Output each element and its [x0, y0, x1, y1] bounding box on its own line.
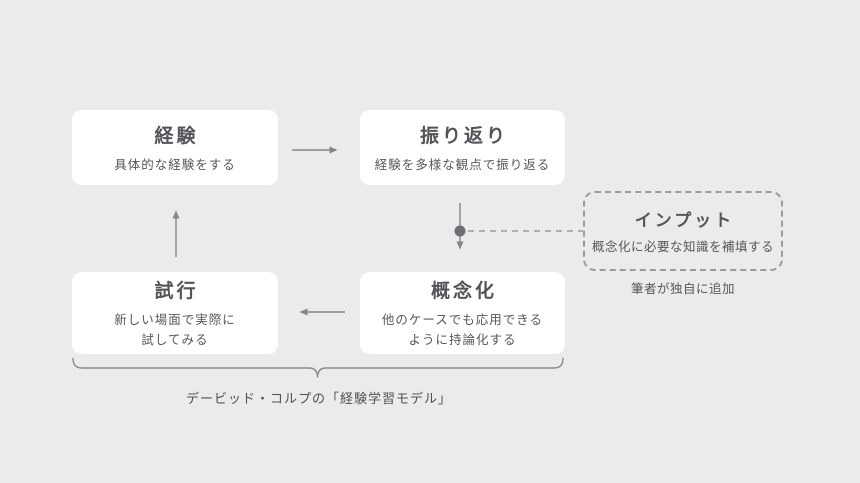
input-title: インプット — [634, 210, 735, 230]
model-brace-icon — [72, 357, 564, 378]
trial-subtitle: 新しい場面で実際に 試してみる — [114, 313, 236, 347]
model-caption: デービッド・コルプの「経験学習モデル」 — [185, 391, 452, 406]
experience-title: 経験 — [154, 125, 199, 147]
experience-subtitle: 具体的な経験をする — [114, 157, 236, 172]
experience-box: 経験 具体的な経験をする — [72, 110, 278, 185]
conceptualization-box: 概念化 他のケースでも応用できる ように持論化する — [360, 272, 565, 354]
input-note: 筆者が独自に追加 — [630, 282, 735, 296]
reflection-subtitle: 経験を多様な観点で振り返る — [374, 157, 551, 172]
reflection-title: 振り返り — [419, 125, 508, 147]
trial-box: 試行 新しい場面で実際に 試してみる — [72, 272, 278, 354]
conceptualization-title: 概念化 — [430, 281, 497, 302]
input-box: インプット 概念化に必要な知識を補填する — [583, 191, 783, 271]
conceptualization-subtitle: 他のケースでも応用できる ように持論化する — [381, 313, 544, 347]
reflection-box: 振り返り 経験を多様な観点で振り返る — [360, 110, 565, 185]
junction-dot-icon — [454, 225, 466, 237]
trial-title: 試行 — [154, 281, 199, 302]
input-subtitle: 概念化に必要な知識を補填する — [591, 239, 774, 254]
